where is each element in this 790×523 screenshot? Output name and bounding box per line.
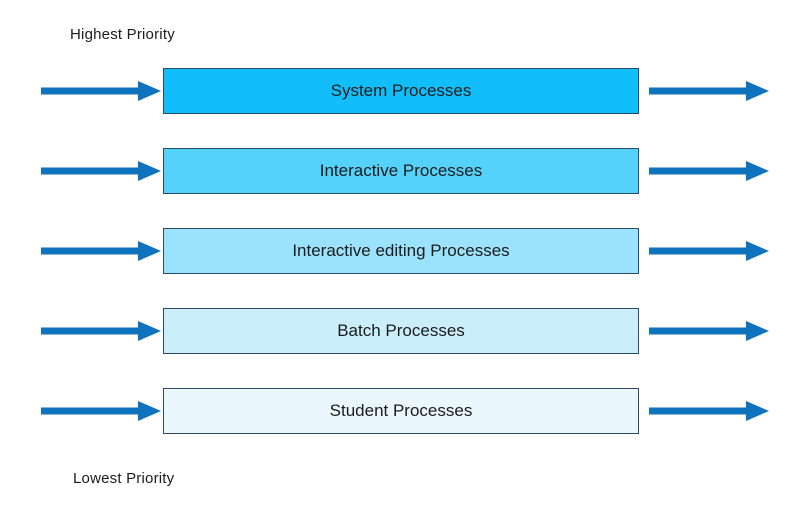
queue-box: Interactive Processes: [163, 148, 639, 194]
queue-row: Interactive editing Processes: [0, 228, 790, 274]
queue-box: Student Processes: [163, 388, 639, 434]
queue-row: System Processes: [0, 68, 790, 114]
flow-arrow-right-icon: [649, 321, 769, 341]
flow-arrow-left-icon: [41, 161, 161, 181]
queue-box: Batch Processes: [163, 308, 639, 354]
queue-box: Interactive editing Processes: [163, 228, 639, 274]
queue-row: Batch Processes: [0, 308, 790, 354]
flow-arrow-left-icon: [41, 81, 161, 101]
flow-arrow-left-icon: [41, 241, 161, 261]
lowest-priority-label: Lowest Priority: [73, 470, 175, 487]
flow-arrow-left-icon: [41, 321, 161, 341]
queue-label: Interactive editing Processes: [292, 241, 510, 260]
queue-label: Interactive Processes: [319, 161, 483, 180]
queue-label: Batch Processes: [337, 321, 465, 340]
queue-label: Student Processes: [329, 401, 473, 420]
flow-arrow-right-icon: [649, 241, 769, 261]
flow-arrow-left-icon: [41, 401, 161, 421]
queue-box: System Processes: [163, 68, 639, 114]
queue-row: Interactive Processes: [0, 148, 790, 194]
queue-label: System Processes: [330, 81, 472, 100]
flow-arrow-right-icon: [649, 81, 769, 101]
flow-arrow-right-icon: [649, 401, 769, 421]
flow-arrow-right-icon: [649, 161, 769, 181]
highest-priority-label: Highest Priority: [70, 26, 175, 43]
queue-row: Student Processes: [0, 388, 790, 434]
